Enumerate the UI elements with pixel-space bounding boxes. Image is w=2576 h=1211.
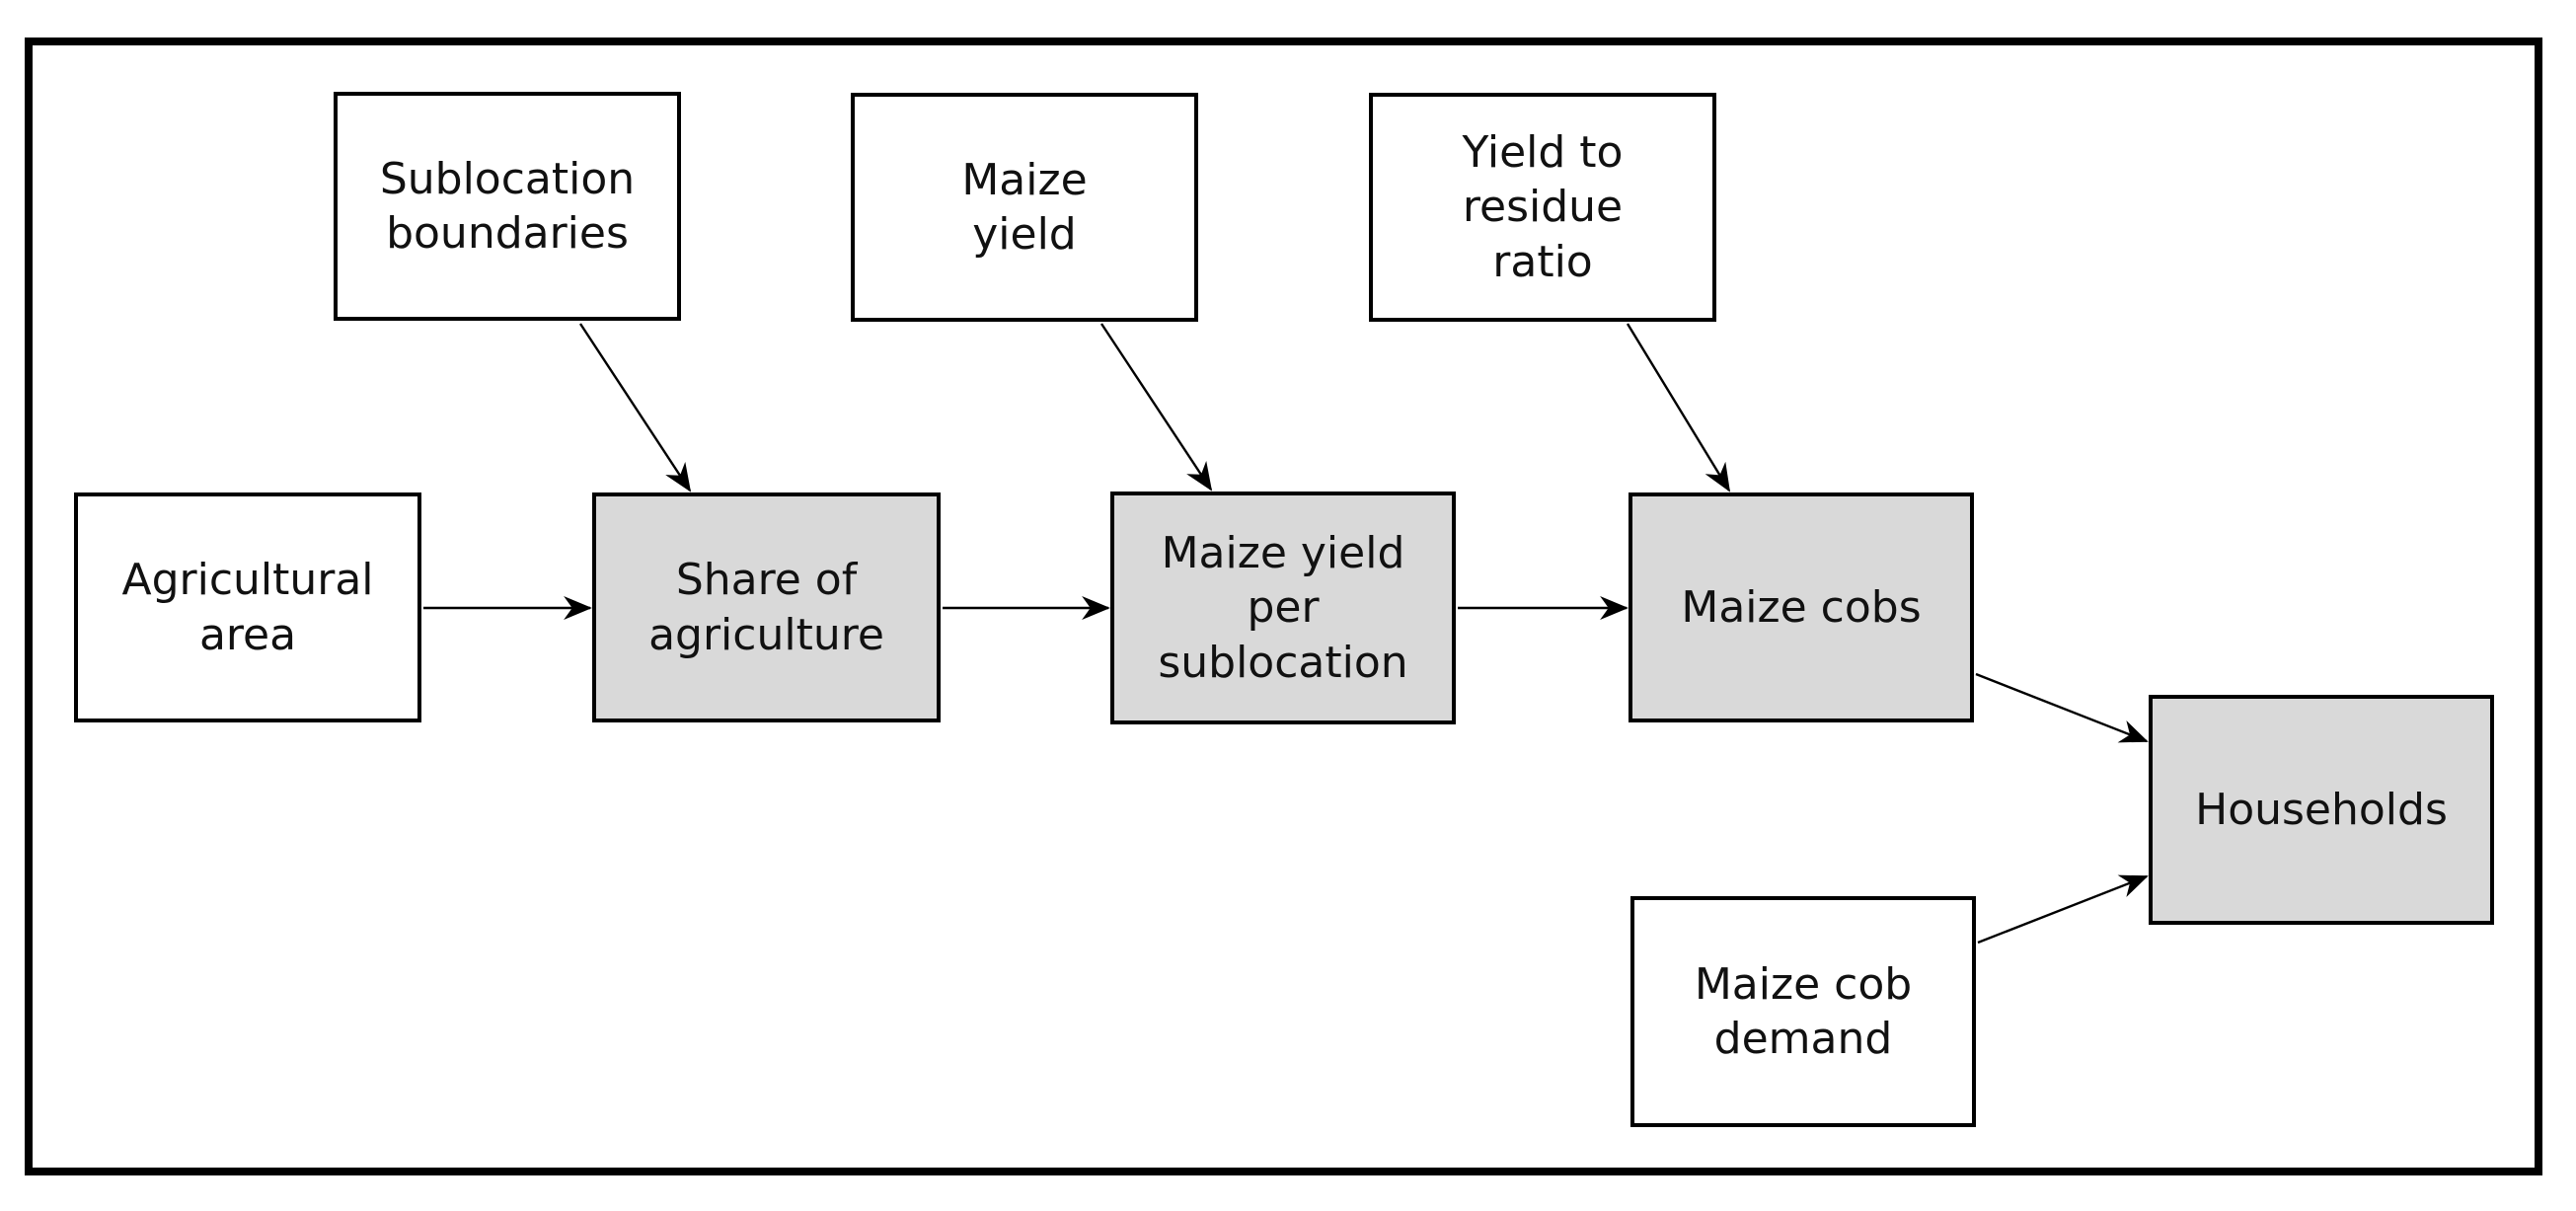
- node-maize-yield-per-sublocation: Maize yield per sublocation: [1110, 492, 1456, 724]
- node-maize-cobs-label: Maize cobs: [1681, 581, 1922, 633]
- node-maize-cob-demand-label: Maize cob demand: [1694, 958, 1913, 1064]
- node-share-of-agriculture: Share of agriculture: [592, 492, 941, 722]
- node-maize-cobs: Maize cobs: [1629, 492, 1974, 722]
- node-sublocation-boundaries: Sublocation boundaries: [334, 92, 681, 321]
- node-maize-cob-demand: Maize cob demand: [1630, 896, 1976, 1127]
- node-share-of-agriculture-label: Share of agriculture: [648, 555, 884, 660]
- node-agricultural-area-label: Agricultural area: [121, 555, 374, 660]
- node-households-label: Households: [2195, 784, 2448, 835]
- node-maize-yield-label: Maize yield: [961, 154, 1088, 260]
- node-yield-to-residue-ratio-label: Yield to residue ratio: [1462, 126, 1624, 287]
- node-maize-yield-per-sublocation-label: Maize yield per sublocation: [1158, 527, 1408, 688]
- node-yield-to-residue-ratio: Yield to residue ratio: [1369, 93, 1716, 322]
- node-sublocation-boundaries-label: Sublocation boundaries: [379, 153, 636, 259]
- node-households: Households: [2149, 695, 2494, 925]
- node-maize-yield: Maize yield: [851, 93, 1198, 322]
- node-agricultural-area: Agricultural area: [74, 492, 421, 722]
